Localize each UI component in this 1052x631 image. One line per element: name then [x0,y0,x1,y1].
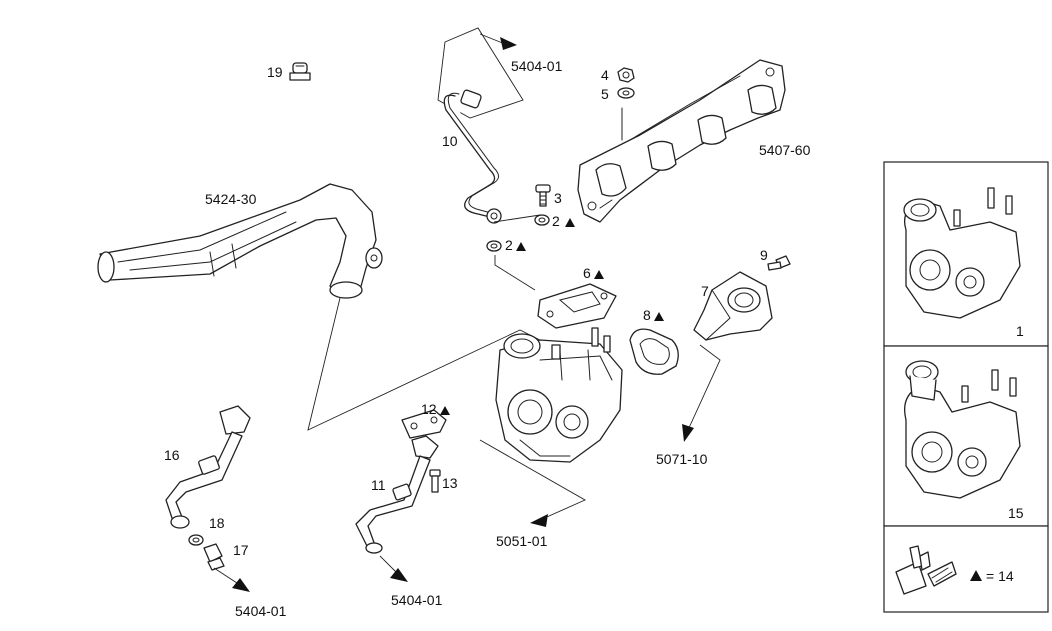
ref-5071-10: 5071-10 [656,451,708,467]
triangle-marker-legend [970,570,982,581]
gasket-part-6 [537,283,617,329]
nut-part-2-right [534,214,550,226]
nut-part-4 [617,67,635,83]
exhaust-manifold-5407 [577,59,786,223]
triangle-marker-2-right [565,218,575,227]
callout-18: 18 [209,515,225,531]
washer-part-18 [188,534,204,546]
drain-pipe-part-11 [355,435,439,554]
callout-9: 9 [760,247,768,263]
washer-part-5 [617,87,635,99]
callout-8: 8 [643,307,651,323]
reference-frame-5071 [682,344,721,442]
callout-5: 5 [601,86,609,102]
callout-11: 11 [371,477,386,493]
triangle-marker-6 [594,270,604,279]
bolt-part-9 [767,255,791,271]
triangle-marker-8 [654,312,664,321]
ref-5424-30: 5424-30 [205,191,257,207]
turbocharger-assembly [495,327,623,463]
pipe-part-16 [165,405,251,529]
callout-7: 7 [701,283,709,299]
callout-16: 16 [164,447,180,463]
ref-5404-01-bottom-left: 5404-01 [235,603,287,619]
triangle-marker-2-left [516,242,526,251]
intake-pipe-5424 [97,183,383,299]
callout-13: 13 [442,475,458,491]
callout-19: 19 [267,64,283,80]
ref-5407-60: 5407-60 [759,142,811,158]
leader-line [493,214,541,223]
reference-frame-5404-top [437,27,524,119]
ref-5051-01: 5051-01 [496,533,548,549]
callout-12: 12 [421,401,437,417]
callout-4: 4 [601,67,609,83]
legend-kit-text: = 14 [986,568,1014,584]
nut-part-2-left [486,240,502,252]
plug-part-19 [289,62,311,81]
reference-frame-5051 [479,439,586,527]
callout-17: 17 [233,542,249,558]
ref-5404-01-top: 5404-01 [511,58,563,74]
callout-2-right: 2 [552,213,560,229]
variant-panel-15 [883,345,1049,527]
fitting-part-17 [203,543,225,571]
kit-legend-panel [883,525,1049,613]
callout-2-left: 2 [505,237,513,253]
callout-1: 1 [1016,323,1024,339]
gasket-part-8 [629,328,679,375]
triangle-marker-12 [440,406,450,415]
callout-6: 6 [583,265,591,281]
ref-5404-01-bottom-mid: 5404-01 [391,592,443,608]
stud-part-3 [535,184,551,207]
variant-panel-1 [883,161,1049,347]
callout-3: 3 [554,190,562,206]
bolt-part-13 [429,469,441,493]
outlet-elbow-part-7 [693,271,773,341]
oil-pipe-part-10 [443,89,502,224]
gasket-part-12 [401,409,447,439]
callout-10: 10 [442,133,458,149]
reference-lead-nut-2 [494,255,536,291]
callout-15: 15 [1008,505,1024,521]
reference-arrow-5404-bottom-mid [379,555,408,582]
reference-arrow-5404-bottom-left [213,567,250,592]
